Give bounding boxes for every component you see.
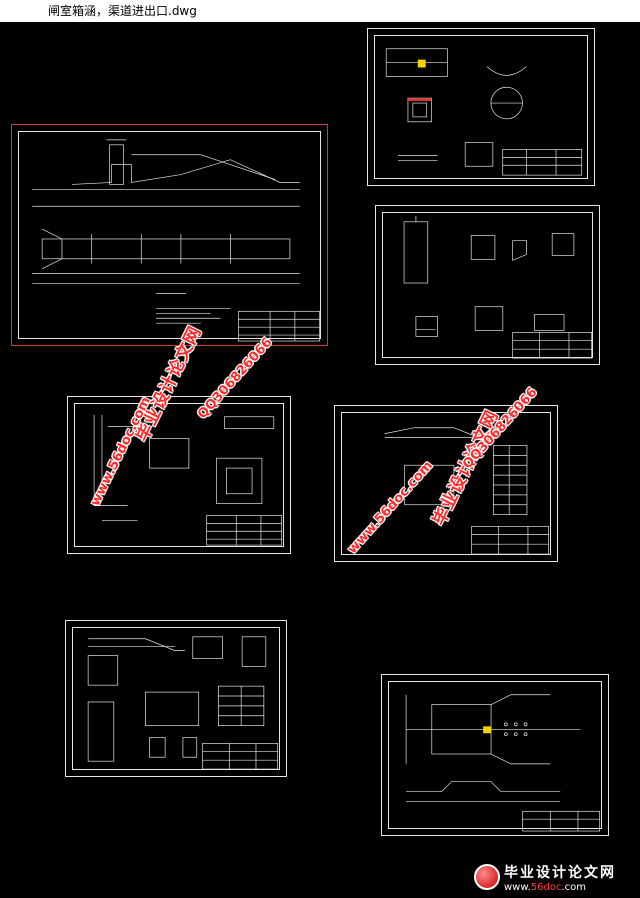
drawing-sheet-1[interactable]	[11, 124, 328, 346]
sheet-5-border	[341, 412, 551, 555]
sheet-4-drawing	[93, 414, 283, 546]
drawing-sheet-3[interactable]	[375, 205, 600, 365]
site-logo: 毕业设计论文网 www.56doc.com	[474, 860, 634, 894]
sheet-6-border	[72, 627, 280, 770]
logo-name: 毕业设计论文网	[504, 864, 616, 881]
sheet-7-border	[388, 681, 602, 829]
drawing-sheet-7[interactable]	[381, 674, 609, 836]
drawing-canvas[interactable]: 毕业设计论文网 www.56doc.com QQ306826066 毕业设计论文…	[0, 22, 640, 898]
logo-url-prefix: www.	[504, 881, 531, 893]
drawing-sheet-6[interactable]	[65, 620, 287, 777]
logo-url-highlight: 56doc	[530, 881, 562, 893]
logo-icon	[474, 864, 500, 890]
logo-url-suffix: .com	[561, 881, 587, 893]
sheet-1-drawing	[32, 139, 320, 342]
logo-url: www.56doc.com	[504, 882, 616, 893]
sheet-2-drawing	[385, 48, 583, 176]
sheet-3-drawing	[403, 215, 593, 359]
sheet-7-drawing	[405, 694, 601, 832]
sheet-5-drawing	[384, 427, 550, 555]
sheet-3-border	[382, 212, 593, 358]
sheet-2-border	[374, 35, 588, 179]
sheet-1-border	[18, 131, 321, 339]
window-title: 闸室箱涵，渠道进出口.dwg	[0, 0, 640, 22]
drawing-sheet-2[interactable]	[367, 28, 595, 186]
sheet-4-border	[74, 403, 284, 547]
drawing-sheet-4[interactable]	[67, 396, 291, 554]
sheet-6-drawing	[87, 636, 279, 770]
drawing-sheet-5[interactable]	[334, 405, 558, 562]
